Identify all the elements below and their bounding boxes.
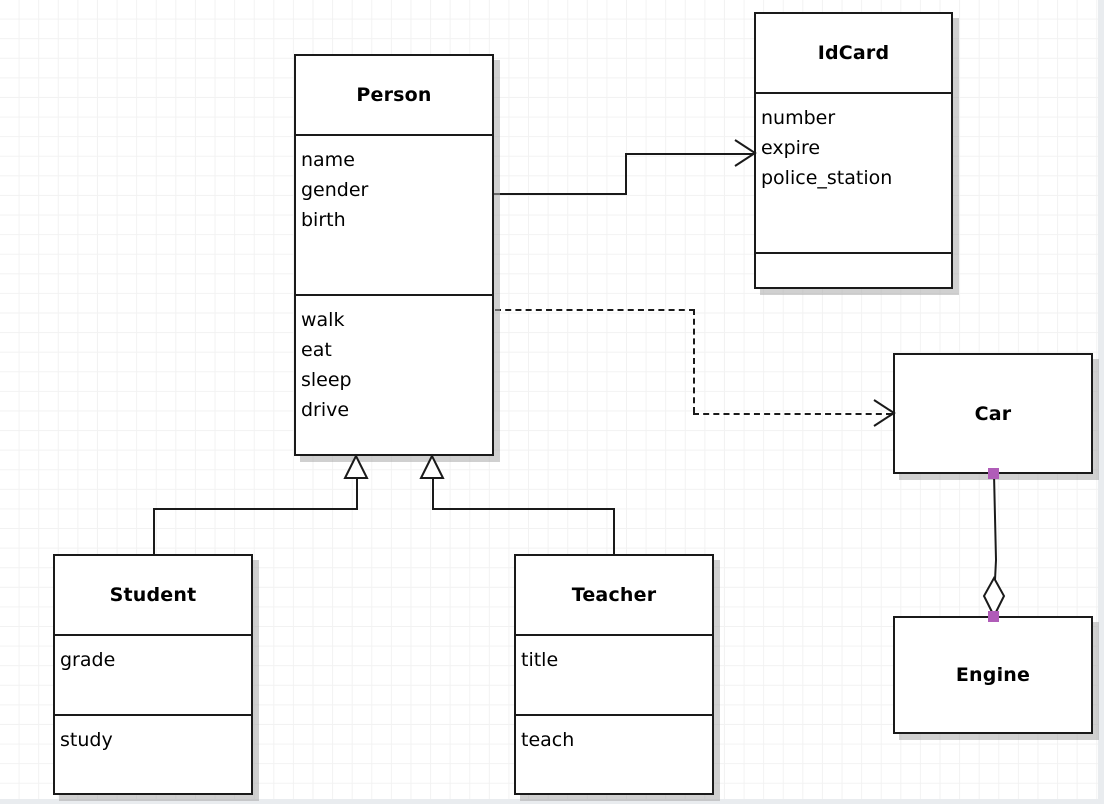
class-title-person: Person — [356, 84, 432, 106]
assoc-person-idcard-seg2[interactable] — [625, 153, 627, 195]
method-item: teach — [521, 729, 575, 751]
method-item: study — [60, 729, 113, 751]
gen-teacher-person-seg2[interactable] — [432, 508, 615, 510]
class-title-engine: Engine — [955, 664, 1031, 686]
gen-student-person-seg1[interactable] — [153, 508, 155, 558]
vertical-scrollbar[interactable] — [1098, 0, 1104, 804]
horizontal-scrollbar[interactable] — [0, 799, 1104, 804]
class-title-idcard: IdCard — [817, 42, 890, 64]
gen-student-person-seg2[interactable] — [153, 508, 358, 510]
class-title-student: Student — [109, 584, 197, 606]
attribute-item: title — [521, 649, 559, 671]
class-attributes-student: grade — [55, 634, 251, 714]
gen-teacher-person-seg3[interactable] — [432, 471, 434, 510]
method-item: sleep — [301, 369, 352, 391]
class-box-person[interactable]: Person name gender birth walk eat sleep … — [294, 54, 494, 456]
class-methods-person: walk eat sleep drive — [296, 294, 492, 454]
attribute-item: name — [301, 149, 355, 171]
gen-student-person-seg3[interactable] — [356, 471, 358, 510]
attribute-item: expire — [761, 137, 821, 159]
connection-handle-engine[interactable] — [988, 611, 999, 622]
dep-person-car-seg2[interactable] — [693, 309, 695, 413]
attribute-item: birth — [301, 209, 346, 231]
attribute-item: number — [761, 107, 836, 129]
class-box-teacher[interactable]: Teacher title teach — [514, 554, 714, 795]
gen-teacher-person-seg1[interactable] — [613, 508, 615, 558]
method-item: eat — [301, 339, 332, 361]
attribute-item: police_station — [761, 167, 893, 189]
class-box-student[interactable]: Student grade study — [53, 554, 253, 795]
class-title-teacher: Teacher — [571, 584, 657, 606]
attribute-item: grade — [60, 649, 116, 671]
method-item: walk — [301, 309, 345, 331]
class-box-car[interactable]: Car — [893, 353, 1093, 474]
dep-person-car-seg3[interactable] — [693, 413, 892, 415]
method-item: drive — [301, 399, 350, 421]
attribute-item: gender — [301, 179, 369, 201]
class-box-engine[interactable]: Engine — [893, 616, 1093, 734]
class-box-idcard[interactable]: IdCard number expire police_station — [754, 12, 953, 289]
assoc-person-idcard-seg1[interactable] — [493, 193, 627, 195]
class-methods-idcard — [756, 252, 951, 287]
connection-handle-car[interactable] — [988, 468, 999, 479]
class-attributes-teacher: title — [516, 634, 712, 714]
aggregation-shaft-car-engine — [993, 473, 998, 601]
class-methods-student: study — [55, 714, 251, 794]
class-methods-teacher: teach — [516, 714, 712, 794]
class-title-car: Car — [974, 402, 1012, 425]
class-attributes-idcard: number expire police_station — [756, 92, 951, 252]
assoc-person-idcard-seg3[interactable] — [625, 153, 753, 155]
dep-person-car-seg1[interactable] — [495, 309, 695, 311]
class-attributes-person: name gender birth — [296, 134, 492, 294]
